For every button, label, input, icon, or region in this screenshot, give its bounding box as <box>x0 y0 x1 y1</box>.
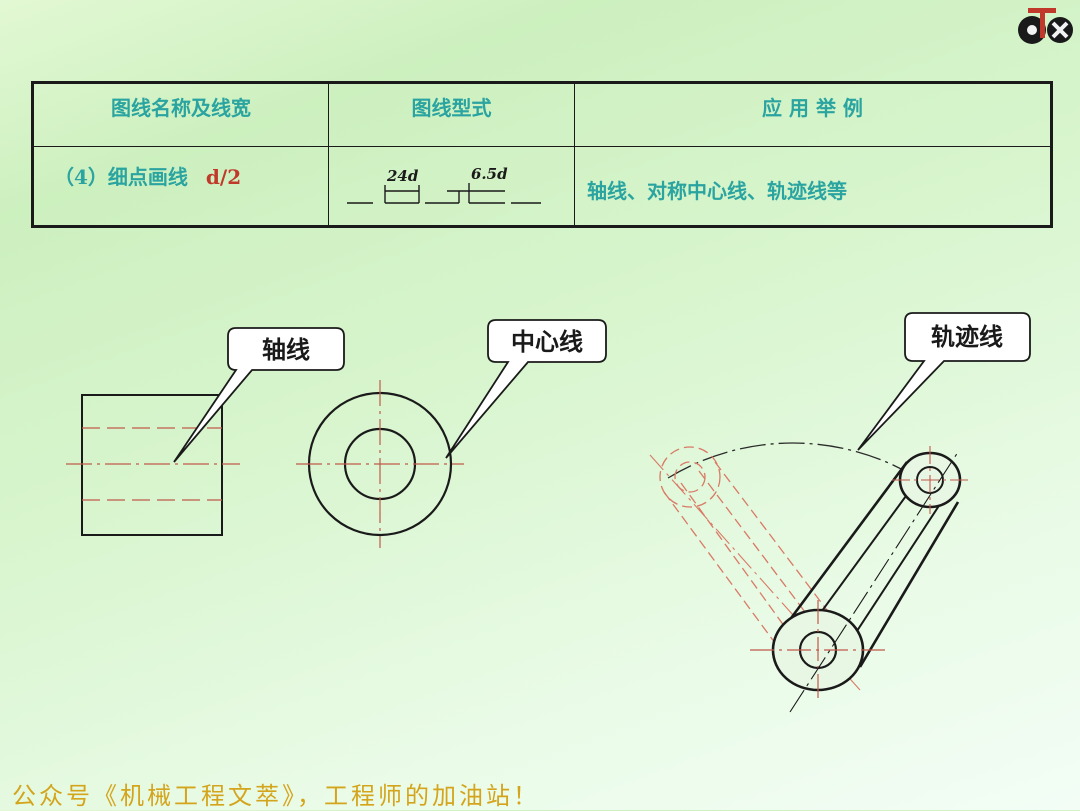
dash-dot-pattern: 24d 6.5d <box>347 165 541 204</box>
line-name: （4）细点画线 <box>54 165 188 189</box>
header-application: 应 用 举 例 <box>574 82 1052 147</box>
callout-axis: 轴线 <box>173 327 345 463</box>
table-header-row: 图线名称及线宽 图线型式 应 用 举 例 <box>32 82 1052 147</box>
header-line-pattern: 图线型式 <box>328 82 575 147</box>
dim-short-label: 6.5d <box>471 165 508 183</box>
dim-long-label: 24d <box>386 167 419 185</box>
footer-text: 公众号《机械工程文萃》，工程师的加油站！ <box>12 782 540 810</box>
callout-track-label: 轨迹线 <box>931 323 1003 351</box>
line-pattern-cell: 24d 6.5d <box>328 146 575 227</box>
ring-front-view <box>296 380 464 548</box>
callout-axis-label: 轴线 <box>262 336 310 364</box>
gear-ty-logo-icon <box>1018 8 1073 44</box>
technical-drawings: 轴线 中心线 轨迹线 <box>66 312 1031 713</box>
ghost-link <box>659 446 843 659</box>
line-width: d/2 <box>205 165 242 189</box>
swing-link <box>750 446 968 713</box>
callout-center: 中心线 <box>445 319 607 459</box>
application-cell: 轴线、对称中心线、轨迹线等 <box>574 146 1052 227</box>
callout-center-label: 中心线 <box>511 328 583 356</box>
line-type-table: 图线名称及线宽 图线型式 应 用 举 例 （4）细点画线 d/2 <box>31 81 1053 228</box>
header-line-name: 图线名称及线宽 <box>32 82 329 147</box>
drawing-area: 轴线 中心线 轨迹线 <box>0 240 1080 760</box>
callout-track: 轨迹线 <box>857 312 1031 451</box>
line-name-cell: （4）细点画线 d/2 <box>32 146 329 227</box>
table-row: （4）细点画线 d/2 24d 6.5d <box>32 146 1052 227</box>
logo <box>1016 4 1076 48</box>
ghost-axis <box>649 454 861 691</box>
